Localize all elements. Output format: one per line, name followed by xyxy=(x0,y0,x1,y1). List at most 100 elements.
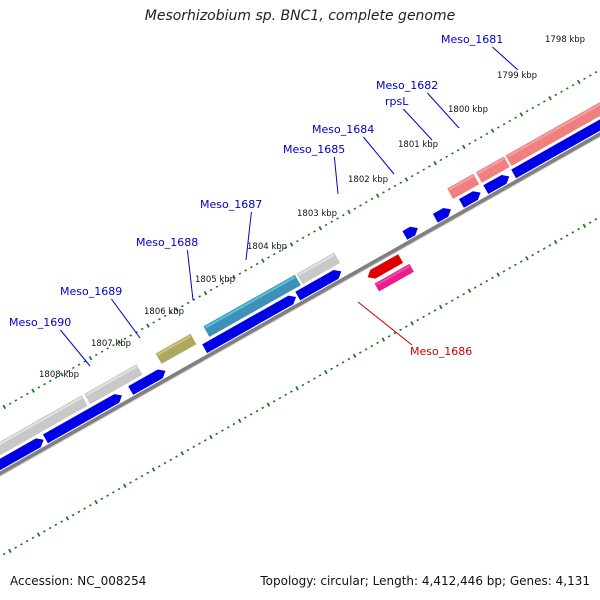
cds-8 xyxy=(432,208,451,223)
outer-tick-102 xyxy=(474,139,477,142)
outer-tick-59 xyxy=(227,278,230,282)
inner-tick-57 xyxy=(278,396,282,400)
gene-label-Meso_1685: Meso_1685 xyxy=(283,143,345,156)
tick-label-1808: 1808 kbp xyxy=(39,370,79,380)
inner-tick-73 xyxy=(370,344,374,348)
outer-tick-92 xyxy=(416,171,420,175)
outer-tick-56 xyxy=(209,288,213,292)
tick-label-1805: 1805 kbp xyxy=(195,275,235,285)
inner-tick-90 xyxy=(467,288,472,294)
outer-tick-36 xyxy=(94,353,98,357)
tick-label-1798: 1798 kbp xyxy=(545,35,585,45)
outer-tick-60 xyxy=(232,274,236,280)
gene-label-Meso_1682: Meso_1682 xyxy=(376,79,438,92)
tick-label-1804: 1804 kbp xyxy=(247,242,287,252)
outer-tick-78 xyxy=(336,217,339,220)
outer-tick-90 xyxy=(404,177,409,182)
inner-tick-74 xyxy=(376,341,379,345)
inner-tick-49 xyxy=(232,422,236,426)
inner-tick-37 xyxy=(163,461,167,465)
inner-tick-10 xyxy=(8,548,12,554)
feature-grey-2 xyxy=(84,364,143,405)
outer-tick-35 xyxy=(88,355,93,361)
inner-tick-51 xyxy=(244,416,247,419)
inner-tick-40 xyxy=(180,451,185,456)
outer-tick-99 xyxy=(456,148,460,152)
outer-tick-72 xyxy=(301,236,305,240)
inner-tick-101 xyxy=(531,253,535,257)
inner-tick-105 xyxy=(553,239,558,245)
inner-tick-67 xyxy=(336,364,339,367)
outer-tick-53 xyxy=(192,298,196,301)
inner-tick-63 xyxy=(313,377,316,380)
outer-tick-58 xyxy=(221,282,224,285)
feature-magenta xyxy=(374,263,414,292)
inner-tick-46 xyxy=(215,432,219,436)
outer-tick-119 xyxy=(571,83,575,87)
outer-tick-50 xyxy=(174,307,179,312)
inner-tick-89 xyxy=(462,292,466,296)
inner-tick-48 xyxy=(226,426,230,429)
inner-tick-38 xyxy=(169,458,173,462)
feature-grey-3-shine xyxy=(298,253,335,276)
inner-tick-107 xyxy=(565,234,569,237)
inner-tick-95 xyxy=(496,272,500,277)
inner-tick-68 xyxy=(341,361,345,364)
feature-pink-2 xyxy=(475,156,510,183)
outer-tick-122 xyxy=(588,74,592,77)
feature-grey-2-shine xyxy=(85,365,138,396)
inner-tick-92 xyxy=(479,283,483,286)
inner-tick-28 xyxy=(111,491,115,494)
tick-label-1799: 1799 kbp xyxy=(497,71,537,81)
outer-tick-track xyxy=(2,70,598,410)
outer-tick-22 xyxy=(14,399,18,402)
outer-tick-65 xyxy=(261,258,265,263)
feature-magenta-shine xyxy=(375,265,411,286)
outer-tick-61 xyxy=(238,272,242,275)
inner-tick-47 xyxy=(221,429,224,432)
outer-tick-81 xyxy=(353,207,357,210)
inner-tick-59 xyxy=(290,390,293,393)
outer-tick-40 xyxy=(117,339,122,345)
outer-tick-87 xyxy=(387,187,391,191)
outer-tick-105 xyxy=(490,128,495,133)
inner-tick-15 xyxy=(36,532,41,537)
cds-3 xyxy=(42,394,122,444)
outer-tick-32 xyxy=(71,366,75,370)
gene-label-Meso_1686: Meso_1686 xyxy=(410,345,472,358)
inner-tick-58 xyxy=(284,393,288,397)
outer-tick-116 xyxy=(554,93,558,97)
outer-tick-110 xyxy=(519,112,524,117)
tick-label-1801: 1801 kbp xyxy=(398,140,438,150)
outer-tick-109 xyxy=(514,116,517,119)
inner-tick-84 xyxy=(433,309,437,312)
inner-tick-17 xyxy=(48,526,52,530)
inner-tick-19 xyxy=(60,520,63,523)
inner-tick-36 xyxy=(157,465,161,468)
outer-tick-123 xyxy=(594,70,598,74)
outer-tick-100 xyxy=(462,144,466,150)
inner-tick-66 xyxy=(330,367,333,371)
outer-tick-114 xyxy=(542,100,546,103)
inner-tick-54 xyxy=(261,406,265,410)
inner-tick-16 xyxy=(43,530,46,533)
inner-tick-42 xyxy=(192,445,196,449)
tick-label-1800: 1800 kbp xyxy=(448,105,488,115)
outer-tick-96 xyxy=(439,158,443,162)
feature-red xyxy=(367,254,404,279)
cds-2 xyxy=(0,438,44,471)
inner-tick-81 xyxy=(416,318,420,322)
inner-tick-13 xyxy=(25,539,29,543)
outer-tick-117 xyxy=(560,90,563,93)
inner-tick-32 xyxy=(134,478,138,481)
gene-label-Meso_1688: Meso_1688 xyxy=(136,236,198,249)
label-callouts: Meso_1681Meso_1682rpsLMeso_1684Meso_1685… xyxy=(9,33,519,367)
cds-9 xyxy=(459,191,481,208)
outer-tick-48 xyxy=(163,314,167,318)
outer-tick-112 xyxy=(531,106,535,110)
accession-text: Accession: NC_008254 xyxy=(10,574,147,588)
outer-tick-62 xyxy=(244,269,247,272)
inner-tick-91 xyxy=(473,286,477,289)
